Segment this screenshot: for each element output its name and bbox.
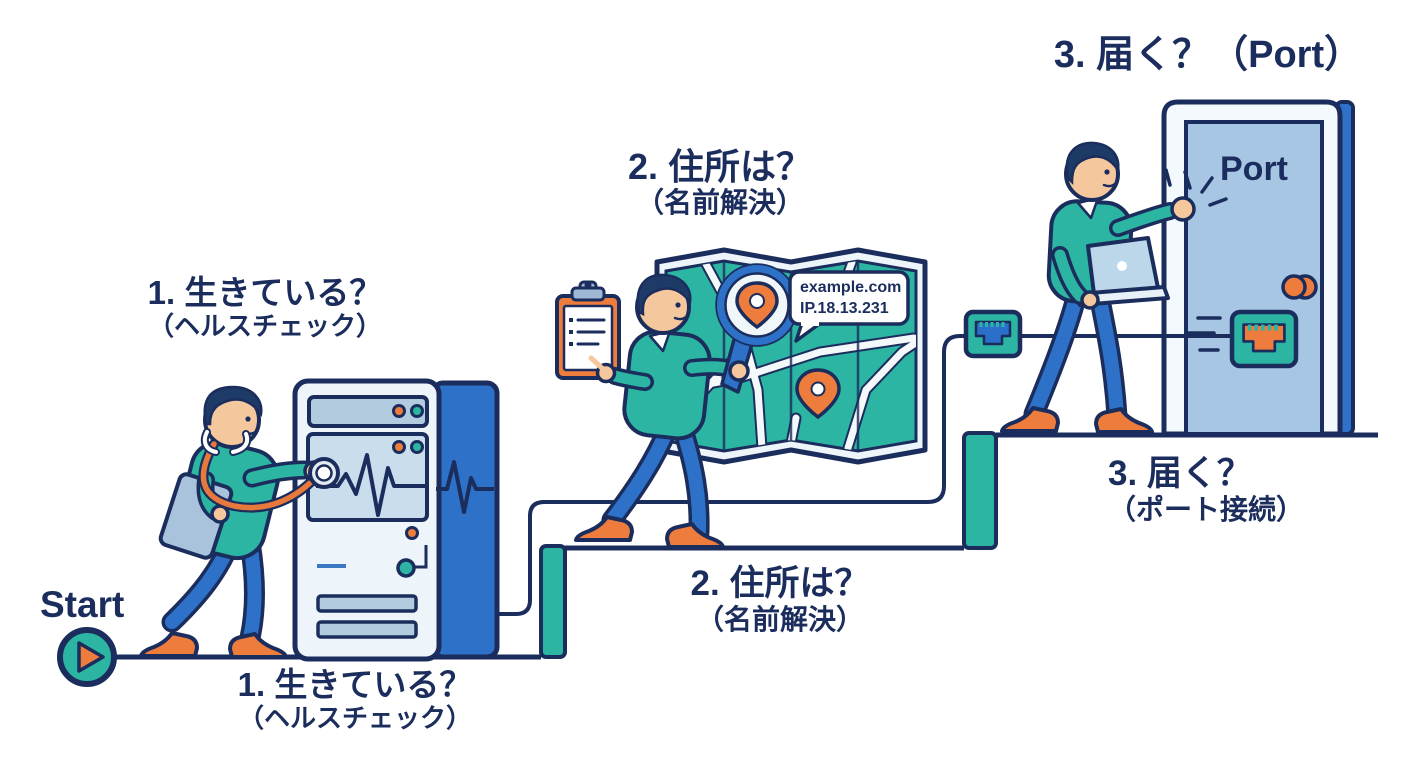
map-speech-bubble	[788, 270, 910, 343]
server-top-bay	[307, 395, 429, 428]
doorknob	[1281, 274, 1307, 300]
heading-step3-title: 3. 届く？（Port）	[1053, 34, 1363, 76]
step-label-3-subtitle: （ポート接続）	[1108, 493, 1305, 525]
map-bubble-ip: IP.18.13.231	[800, 299, 889, 317]
heartbeat-line-2	[436, 460, 494, 514]
stair-riser-2	[962, 431, 998, 550]
knocking-fist	[1170, 196, 1196, 222]
hair	[203, 385, 263, 426]
door-port-label: Port	[1220, 150, 1288, 188]
knock-lines	[1164, 168, 1228, 207]
hair	[636, 273, 692, 317]
heading-step1-subtitle: （ヘルスチェック）	[147, 310, 382, 341]
map-bubble-text: example.com IP.18.13.231	[800, 278, 904, 320]
person-port	[1000, 141, 1228, 434]
location-pin-icon	[795, 368, 841, 420]
heading-step1: 1. 生きている？ （ヘルスチェック）	[120, 274, 410, 341]
heading-step1-title: 1. 生きている？	[147, 274, 383, 311]
hair	[1065, 141, 1120, 186]
ethernet-jack-icon	[963, 309, 1023, 359]
clipboard-icon	[555, 280, 621, 380]
stair-riser-1	[539, 544, 567, 659]
step-label-2-title: 2. 住所は？	[690, 564, 870, 603]
step-label-2-subtitle: （名前解決）	[695, 603, 864, 635]
heading-step2-subtitle: （名前解決）	[635, 187, 804, 219]
play-icon	[57, 627, 117, 687]
start-label: Start	[40, 584, 125, 625]
ethernet-connector-icon	[1186, 309, 1299, 369]
step-label-1-subtitle: （ヘルスチェック）	[237, 702, 472, 733]
person-healthcheck	[139, 385, 340, 659]
step-label-3: 3. 届く？ （ポート接続）	[1108, 454, 1348, 526]
server	[292, 378, 500, 662]
heartbeat-line	[316, 453, 426, 517]
step-label-1-title: 1. 生きている？	[237, 666, 473, 703]
heading-step2: 2. 住所は？ （名前解決）	[595, 146, 845, 219]
map-bubble-domain: example.com	[800, 279, 902, 296]
step-label-2: 2. 住所は？ （名前解決）	[630, 564, 930, 636]
person-dns	[574, 273, 739, 549]
network-cable-path	[497, 334, 966, 616]
stethoscope-icon	[198, 428, 321, 513]
step-label-3-title: 3. 届く？	[1108, 454, 1252, 493]
heading-step3: 3. 届く？（Port）	[1028, 34, 1388, 77]
step-label-1: 1. 生きている？ （ヘルスチェック）	[205, 666, 505, 733]
heading-step2-title: 2. 住所は？	[627, 146, 813, 187]
